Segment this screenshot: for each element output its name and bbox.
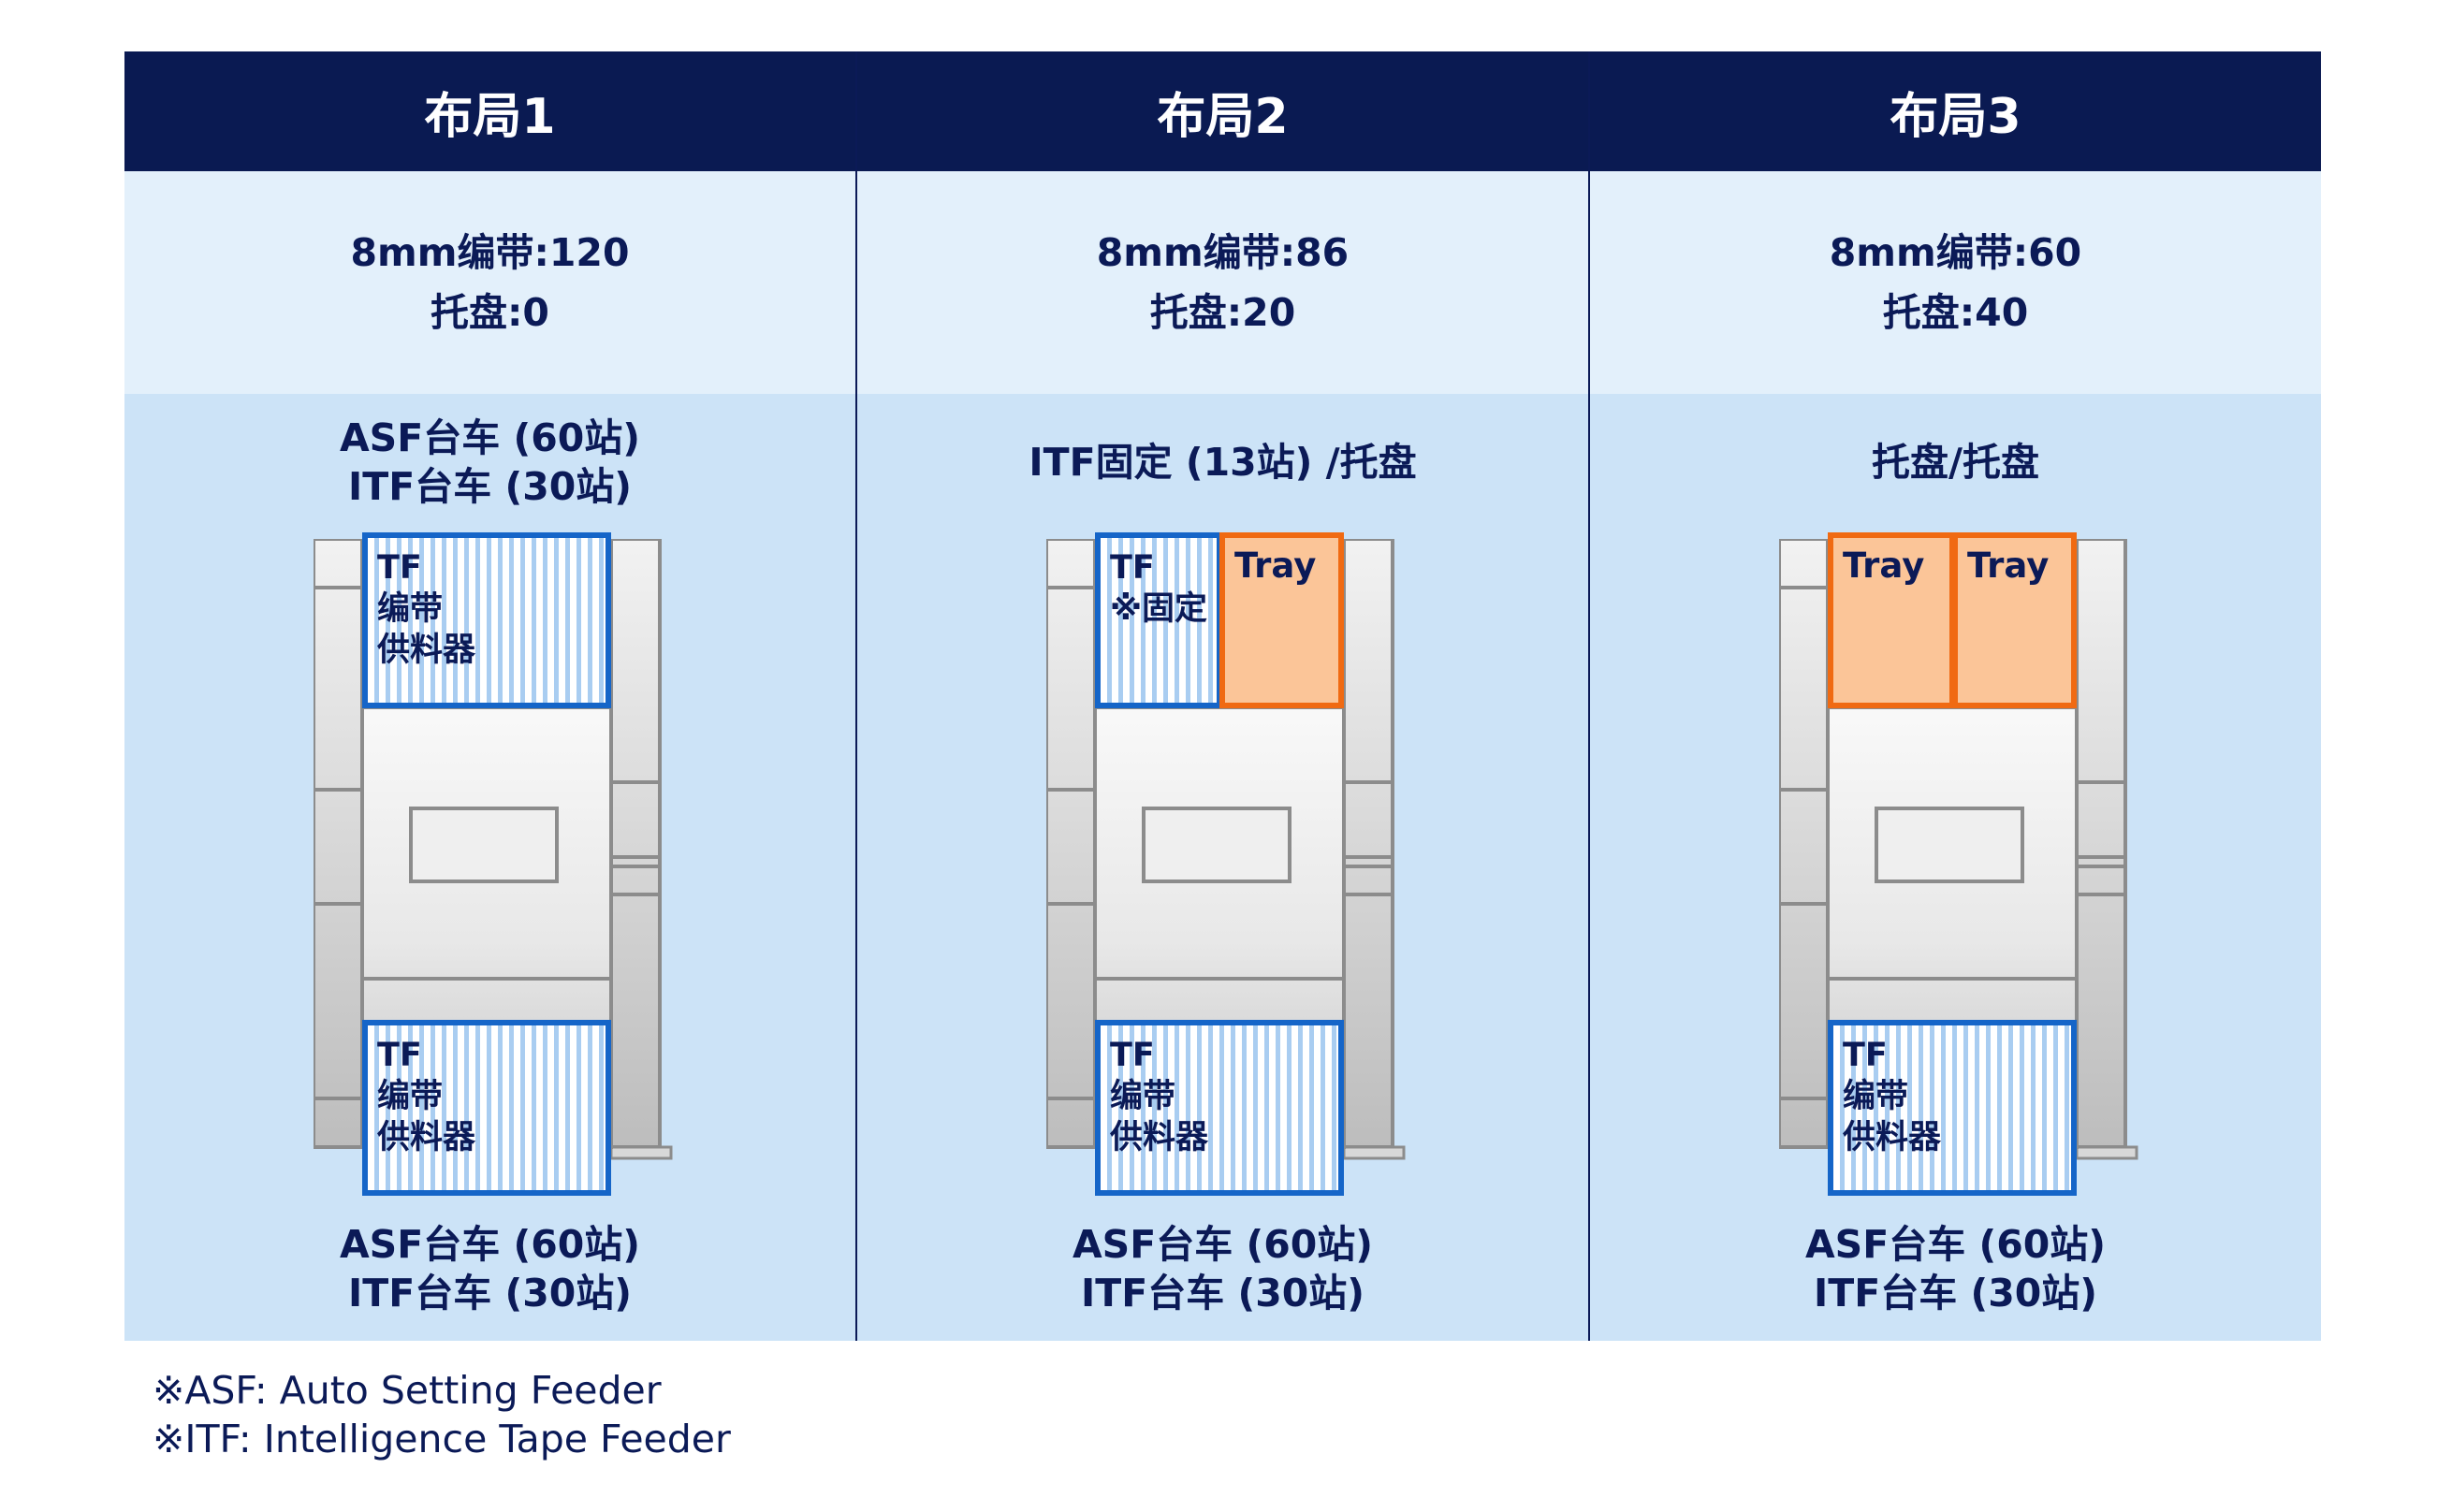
feeder-counts: 8mm编带:60 托盘:40: [1590, 171, 2321, 394]
top-tray-right: Tray: [1952, 532, 2077, 708]
feeder-label: 编带: [1843, 1078, 1909, 1115]
feeder-label: TF: [377, 549, 422, 587]
tray-count: 托盘:40: [1882, 290, 2029, 335]
feeder-label: TF: [1110, 1037, 1155, 1074]
bottom-tape-feeder: TF 编带 供料器: [362, 1020, 611, 1196]
top-tape-feeder: TF 编带 供料器: [362, 532, 611, 708]
layout-title: 布局3: [1590, 51, 2321, 171]
feeder-label: 供料器: [1843, 1119, 1942, 1156]
footnote-asf: ※ASF: Auto Setting Feeder: [153, 1368, 662, 1413]
feeder-label: 供料器: [1110, 1119, 1209, 1156]
layout-column-3: 布局3 8mm编带:60 托盘:40 托盘/托盘: [1590, 51, 2321, 1341]
footnotes: ※ASF: Auto Setting Feeder ※ITF: Intellig…: [153, 1366, 731, 1463]
bottom-label-line: ITF台车 (30站): [1813, 1271, 2098, 1316]
top-tray: Tray: [1219, 532, 1344, 708]
feeder-label: TF: [377, 1037, 422, 1074]
mounter-machine: Tray Tray TF 编带 供料器: [1779, 532, 2153, 1196]
layout-column-2: 布局2 8mm编带:86 托盘:20 ITF固定 (13站) /托盘: [857, 51, 1588, 1341]
feeder-label: 供料器: [377, 632, 476, 669]
layout-title: 布局1: [124, 51, 855, 171]
footnote-itf: ※ITF: Intelligence Tape Feeder: [153, 1417, 731, 1461]
bottom-cart-label: ASF台车 (60站) ITF台车 (30站): [857, 1217, 1588, 1320]
feeder-label: ※固定: [1110, 590, 1208, 628]
layout-diagram-area: 托盘/托盘: [1590, 394, 2321, 1341]
bottom-tape-feeder: TF 编带 供料器: [1828, 1020, 2077, 1196]
tape-count: 8mm编带:86: [1096, 230, 1350, 275]
top-tray-left: Tray: [1828, 532, 1955, 708]
top-cart-label: 托盘/托盘: [1590, 413, 2321, 512]
bottom-cart-label: ASF台车 (60站) ITF台车 (30站): [124, 1217, 855, 1320]
layout-diagram-area: ITF固定 (13站) /托盘: [857, 394, 1588, 1341]
layout-column-1: 布局1 8mm编带:120 托盘:0 ASF台车 (60站) ITF台车 (30…: [124, 51, 855, 1341]
layout-diagram-area: ASF台车 (60站) ITF台车 (30站): [124, 394, 855, 1341]
layout-comparison-table: 布局1 8mm编带:120 托盘:0 ASF台车 (60站) ITF台车 (30…: [124, 51, 2321, 1341]
feeder-label: TF: [1843, 1037, 1888, 1074]
bottom-label-line: ASF台车 (60站): [1072, 1222, 1374, 1267]
feeder-label: 编带: [1110, 1078, 1176, 1115]
mounter-machine: TF ※固定 Tray TF 编带 供料器: [1046, 532, 1421, 1196]
top-label-line: ITF台车 (30站): [347, 464, 633, 509]
bottom-label-line: ITF台车 (30站): [347, 1271, 633, 1316]
tape-count: 8mm编带:120: [350, 230, 630, 275]
top-label-line: ITF固定 (13站) /托盘: [1029, 440, 1417, 485]
bottom-tape-feeder: TF 编带 供料器: [1095, 1020, 1344, 1196]
tape-count: 8mm编带:60: [1829, 230, 2082, 275]
feeder-label: 编带: [377, 1078, 444, 1115]
tray-count: 托盘:0: [430, 290, 549, 335]
feeder-label: 编带: [377, 590, 444, 628]
layout-title: 布局2: [857, 51, 1588, 171]
feeder-counts: 8mm编带:86 托盘:20: [857, 171, 1588, 394]
top-label-line: 托盘/托盘: [1872, 440, 2039, 485]
bottom-label-line: ITF台车 (30站): [1080, 1271, 1365, 1316]
tray-count: 托盘:20: [1149, 290, 1296, 335]
feeder-counts: 8mm编带:120 托盘:0: [124, 171, 855, 394]
mounter-machine: TF 编带 供料器 TF 编带 供料器: [314, 532, 688, 1196]
top-cart-label: ITF固定 (13站) /托盘: [857, 413, 1588, 512]
feeder-label: TF: [1110, 549, 1155, 587]
top-fixed-feeder: TF ※固定: [1095, 532, 1222, 708]
top-cart-label: ASF台车 (60站) ITF台车 (30站): [124, 413, 855, 512]
top-label-line: ASF台车 (60站): [339, 415, 641, 460]
bottom-label-line: ASF台车 (60站): [1804, 1222, 2107, 1267]
bottom-cart-label: ASF台车 (60站) ITF台车 (30站): [1590, 1217, 2321, 1320]
feeder-label: 供料器: [377, 1119, 476, 1156]
bottom-label-line: ASF台车 (60站): [339, 1222, 641, 1267]
